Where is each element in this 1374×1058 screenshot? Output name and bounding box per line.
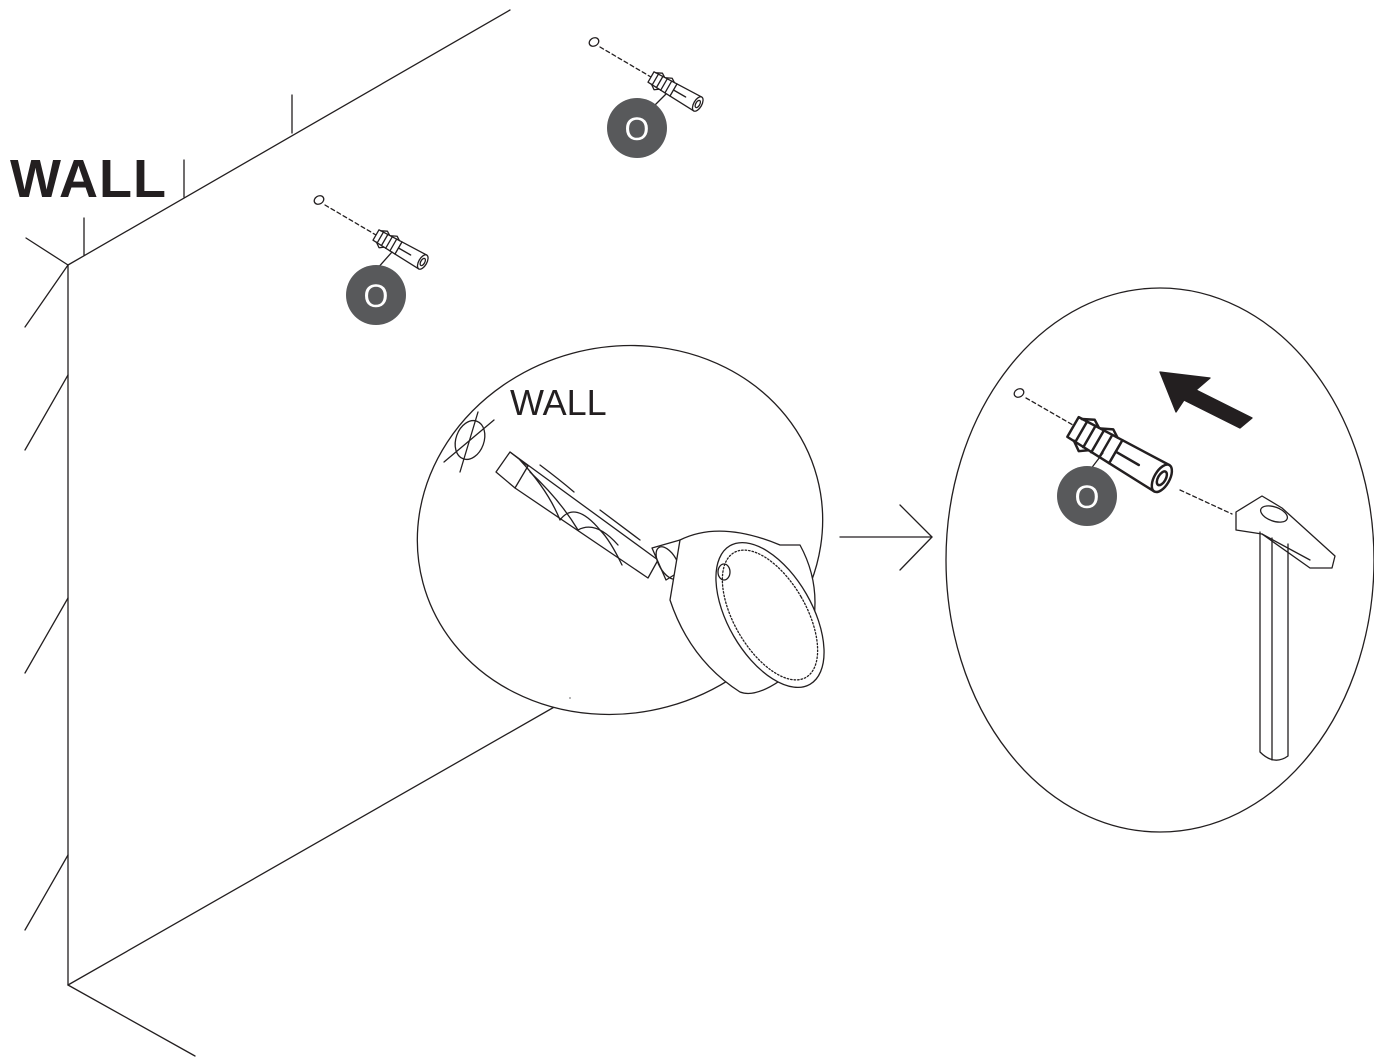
hammer-detail-callout <box>946 288 1374 832</box>
anchor-badge-text: O <box>625 111 650 147</box>
anchor-badge-text: O <box>1075 479 1100 515</box>
wall-plug-icon <box>313 194 431 272</box>
drill-detail-callout: WALL <box>376 300 865 759</box>
anchor-badge: O <box>607 98 667 158</box>
anchor-badge-text: O <box>364 278 389 314</box>
next-step-arrow-icon <box>840 505 932 570</box>
anchor-badge: O <box>1057 466 1117 526</box>
anchor-badge: O <box>346 265 406 325</box>
detail-wall-label: WALL <box>510 382 607 423</box>
